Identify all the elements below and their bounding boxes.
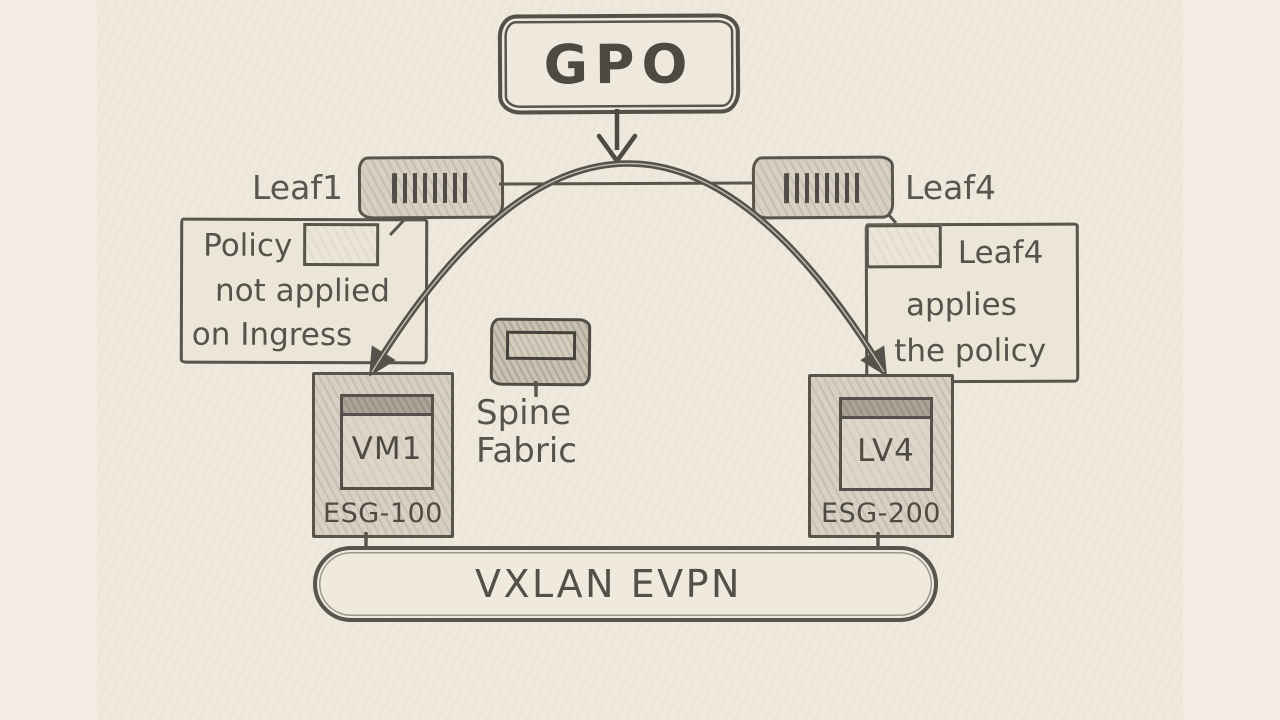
gpo-label: GPO <box>543 32 695 96</box>
esg100-group-box: VM1 ESG-100 <box>312 372 454 538</box>
spine-fabric-label: Spine Fabric <box>476 394 577 470</box>
vm1-box: VM1 <box>340 394 434 490</box>
vm-titlebar <box>343 397 431 416</box>
spine-label-line1: Spine <box>476 393 572 433</box>
lv4-name: LV4 <box>857 433 915 469</box>
esg200-label: ESG-200 <box>821 498 941 529</box>
spine-fabric-box <box>489 317 592 387</box>
vm1-name: VM1 <box>351 431 423 467</box>
vxlan-evpn-bar: VXLAN EVPN <box>313 546 938 622</box>
spine-module-icon <box>505 330 577 361</box>
switch-ports-icon <box>391 172 471 203</box>
gpo-box: GPO <box>497 13 741 115</box>
right-note-line3: the policy <box>894 332 1047 370</box>
right-note-line2: applies <box>905 286 1017 324</box>
vxlan-evpn-label: VXLAN EVPN <box>475 562 742 606</box>
switch-ports-icon <box>783 172 863 203</box>
leaf1-switch <box>357 155 505 220</box>
lv4-box: LV4 <box>839 397 933 491</box>
right-margin <box>1183 0 1280 720</box>
left-note-line3: on Ingress <box>191 316 353 354</box>
leaf4-switch <box>751 155 895 220</box>
note-tab-icon <box>865 224 942 269</box>
right-note-line1: Leaf4 <box>957 234 1044 272</box>
left-margin <box>0 0 97 720</box>
esg100-label: ESG-100 <box>323 498 443 529</box>
note-tab-icon <box>303 222 380 267</box>
vm-titlebar <box>842 400 930 419</box>
leaf4-label: Leaf4 <box>905 168 996 207</box>
left-note-line1: Policy <box>203 227 293 264</box>
esg200-group-box: LV4 ESG-200 <box>808 374 954 538</box>
leaf1-label: Leaf1 <box>252 168 343 207</box>
right-policy-note: Leaf4 applies the policy <box>864 222 1080 384</box>
spine-label-line2: Fabric <box>476 431 577 472</box>
left-policy-note: Policy not applied on Ingress <box>179 217 429 365</box>
left-note-line2: not applied <box>214 272 391 310</box>
